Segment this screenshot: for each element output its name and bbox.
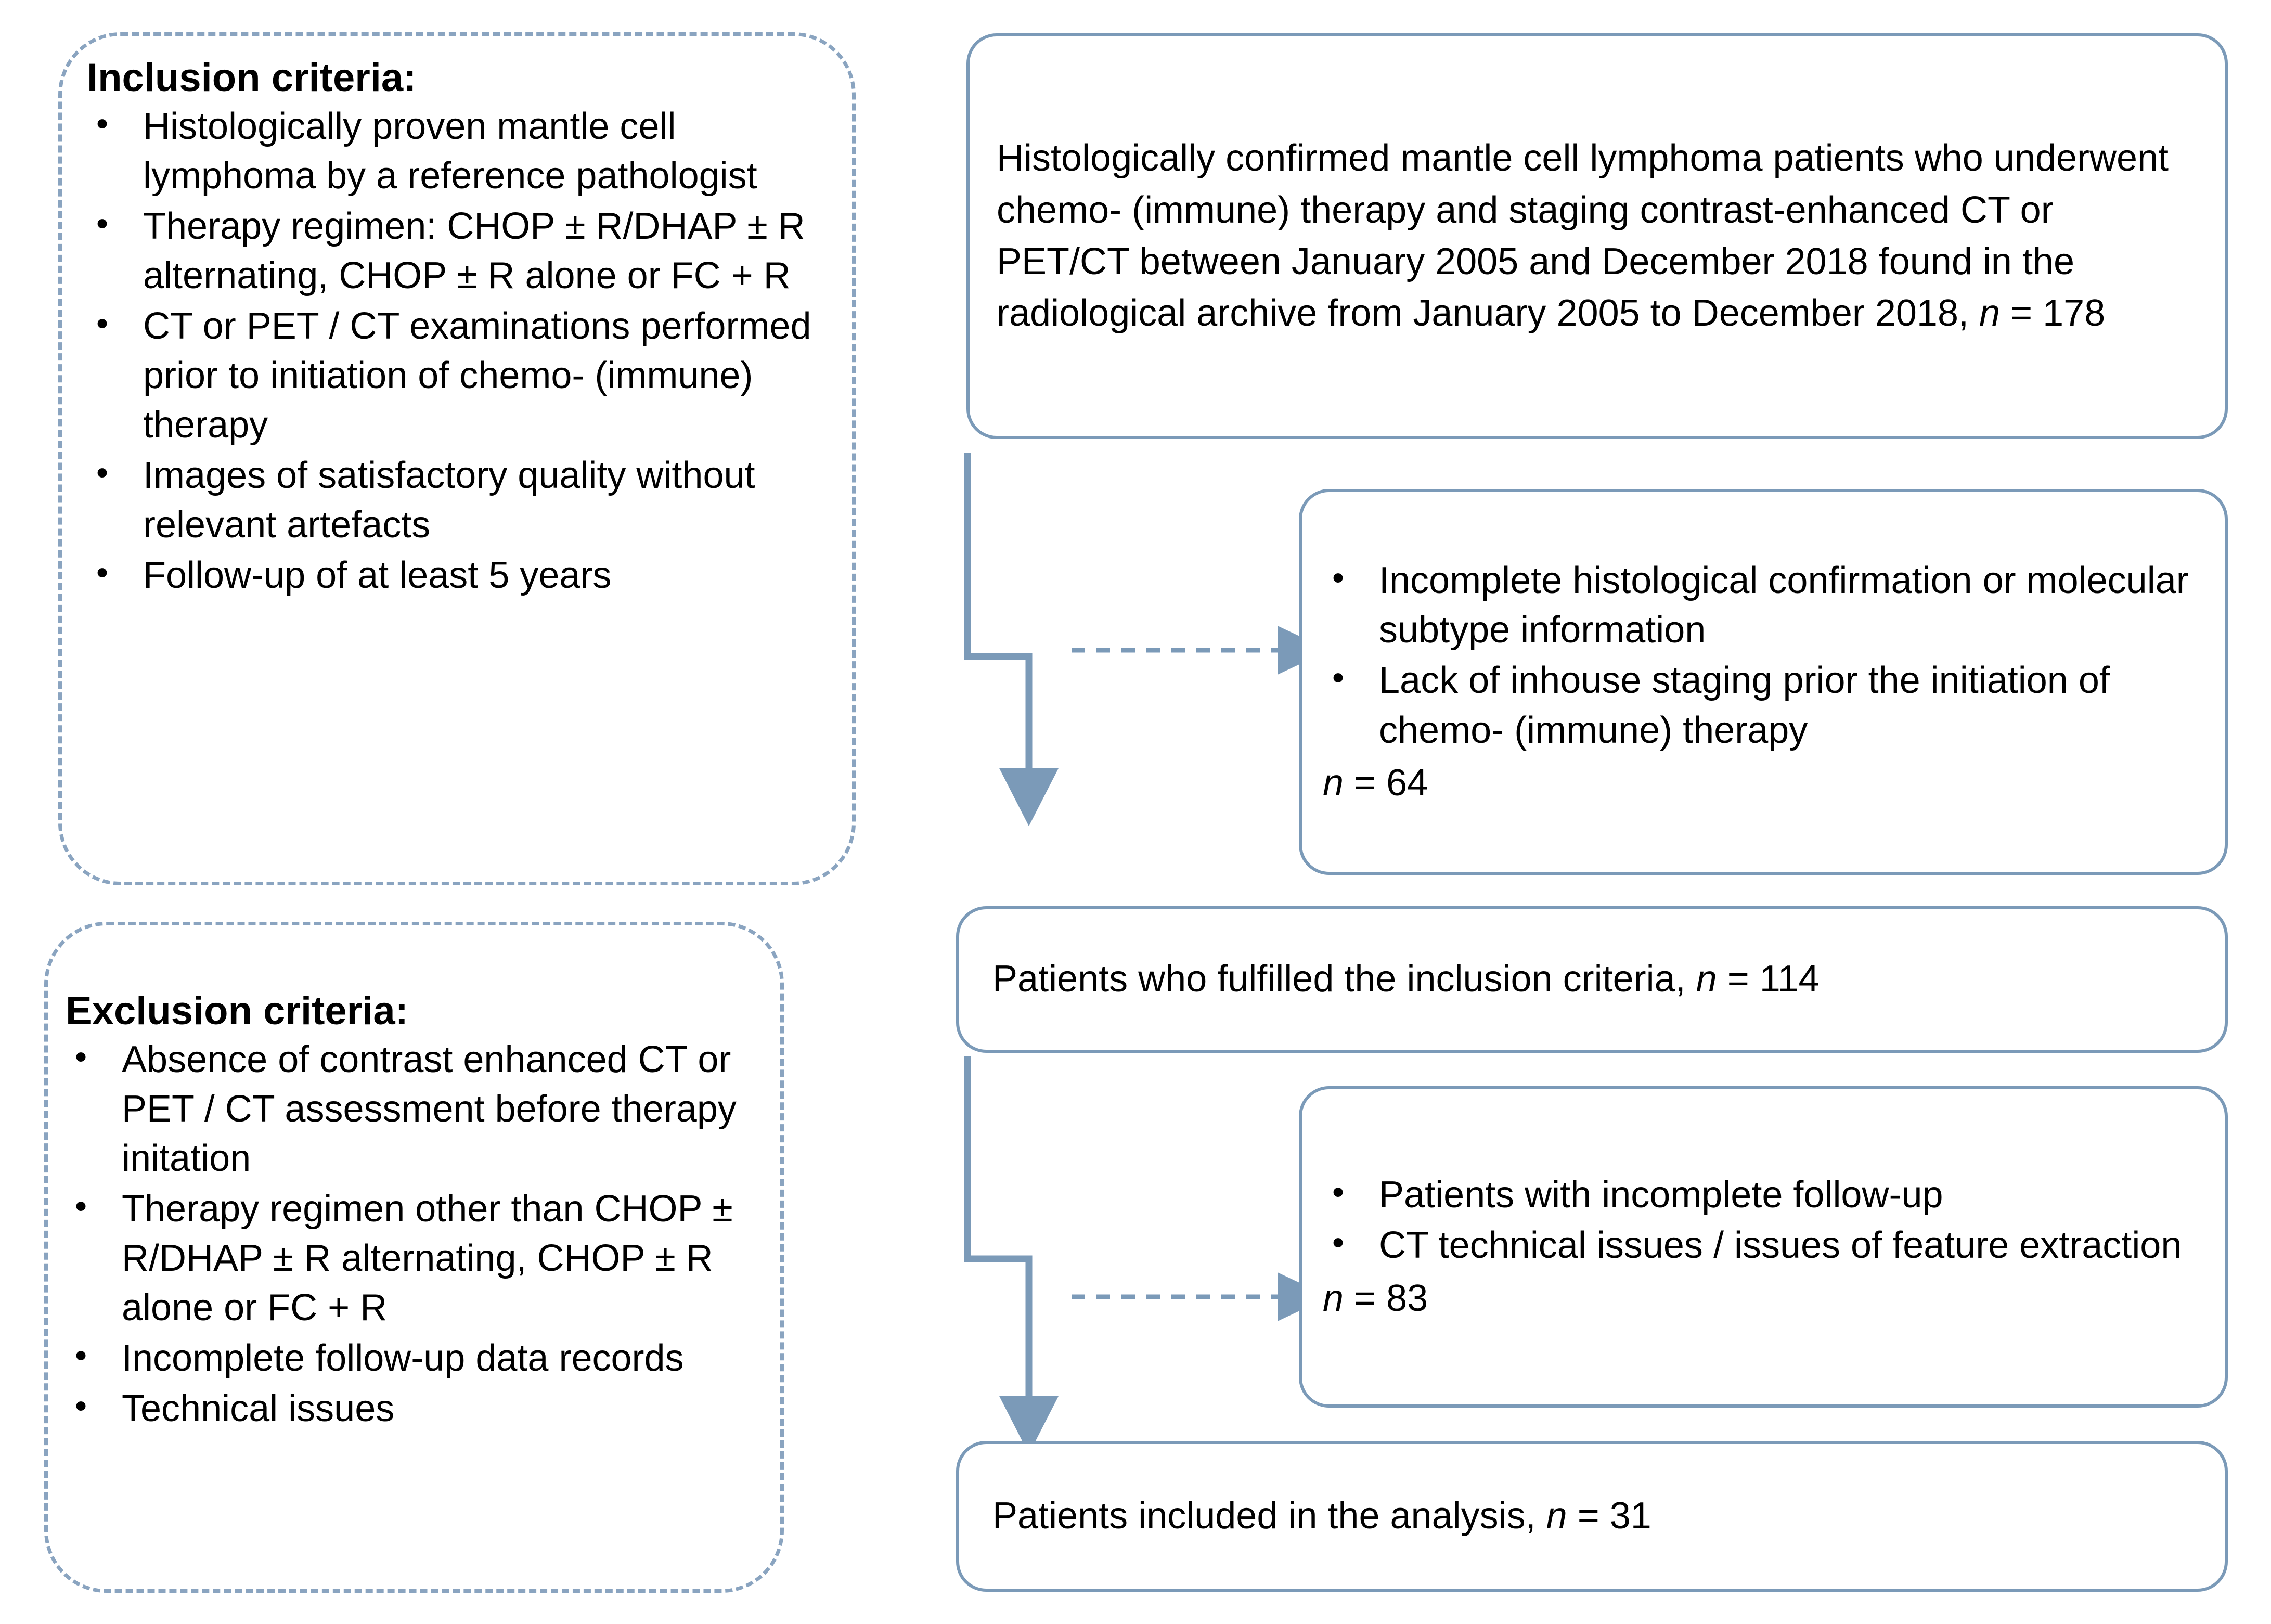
inclusion-criteria-box: Inclusion criteria: Histologically prove… — [58, 32, 856, 885]
list-item: Lack of inhouse staging prior the initia… — [1323, 655, 2202, 755]
n-symbol: n — [1696, 958, 1717, 1000]
inclusion-criteria-list: Histologically proven mantle cell lympho… — [87, 101, 828, 601]
list-item: Images of satisfactory quality without r… — [87, 450, 828, 550]
final-analysis-body: Patients included in the analysis, — [992, 1495, 1546, 1537]
n-symbol: n — [1323, 762, 1344, 804]
list-item: Histologically proven mantle cell lympho… — [87, 101, 828, 201]
excluded-second-list: Patients with incomplete follow-up CT te… — [1323, 1169, 2202, 1271]
excluded-first-box: Incomplete histological confirmation or … — [1299, 489, 2228, 875]
fulfilled-criteria-text: Patients who fulfilled the inclusion cri… — [992, 953, 2199, 1005]
exclusion-criteria-title: Exclusion criteria: — [66, 989, 408, 1033]
n-symbol: n — [1323, 1277, 1344, 1319]
n-value: = 114 — [1717, 958, 1820, 1000]
connector-fulfilled-to-final — [964, 1056, 1059, 1454]
list-item: Incomplete histological confirmation or … — [1323, 555, 2202, 655]
n-value: = 31 — [1567, 1495, 1651, 1537]
n-value: = 83 — [1344, 1277, 1428, 1319]
inclusion-criteria-title: Inclusion criteria: — [87, 56, 417, 100]
list-item: Follow-up of at least 5 years — [87, 550, 828, 600]
n-symbol: n — [1546, 1495, 1567, 1537]
list-item: CT or PET / CT examinations performed pr… — [87, 301, 828, 450]
excluded-second-count: n = 83 — [1323, 1274, 2202, 1323]
list-item: Therapy regimen: CHOP ± R/DHAP ± R alter… — [87, 201, 828, 301]
exclusion-criteria-list: Absence of contrast enhanced CT or PET /… — [66, 1034, 763, 1435]
excluded-first-list: Incomplete histological confirmation or … — [1323, 555, 2202, 756]
n-value: = 64 — [1344, 762, 1428, 804]
list-item: Therapy regimen other than CHOP ± R/DHAP… — [66, 1183, 763, 1333]
n-value: = 178 — [2000, 292, 2106, 334]
fulfilled-criteria-body: Patients who fulfilled the inclusion cri… — [992, 958, 1696, 1000]
fulfilled-criteria-box: Patients who fulfilled the inclusion cri… — [956, 906, 2228, 1053]
n-symbol: n — [1979, 292, 2001, 334]
source-population-body: Histologically confirmed mantle cell lym… — [997, 137, 2169, 334]
connector-source-to-fulfilled — [964, 453, 1059, 827]
list-item: Absence of contrast enhanced CT or PET /… — [66, 1034, 763, 1183]
final-analysis-box: Patients included in the analysis, n = 3… — [956, 1441, 2228, 1592]
source-population-text: Histologically confirmed mantle cell lym… — [997, 133, 2195, 339]
list-item: CT technical issues / issues of feature … — [1323, 1220, 2202, 1270]
source-population-box: Histologically confirmed mantle cell lym… — [966, 33, 2228, 439]
excluded-first-count: n = 64 — [1323, 758, 2202, 808]
list-item: Patients with incomplete follow-up — [1323, 1169, 2202, 1220]
exclusion-criteria-box: Exclusion criteria: Absence of contrast … — [44, 922, 784, 1593]
final-analysis-text: Patients included in the analysis, n = 3… — [992, 1490, 2199, 1542]
excluded-second-box: Patients with incomplete follow-up CT te… — [1299, 1086, 2228, 1408]
list-item: Incomplete follow-up data records — [66, 1333, 763, 1383]
list-item: Technical issues — [66, 1383, 763, 1434]
